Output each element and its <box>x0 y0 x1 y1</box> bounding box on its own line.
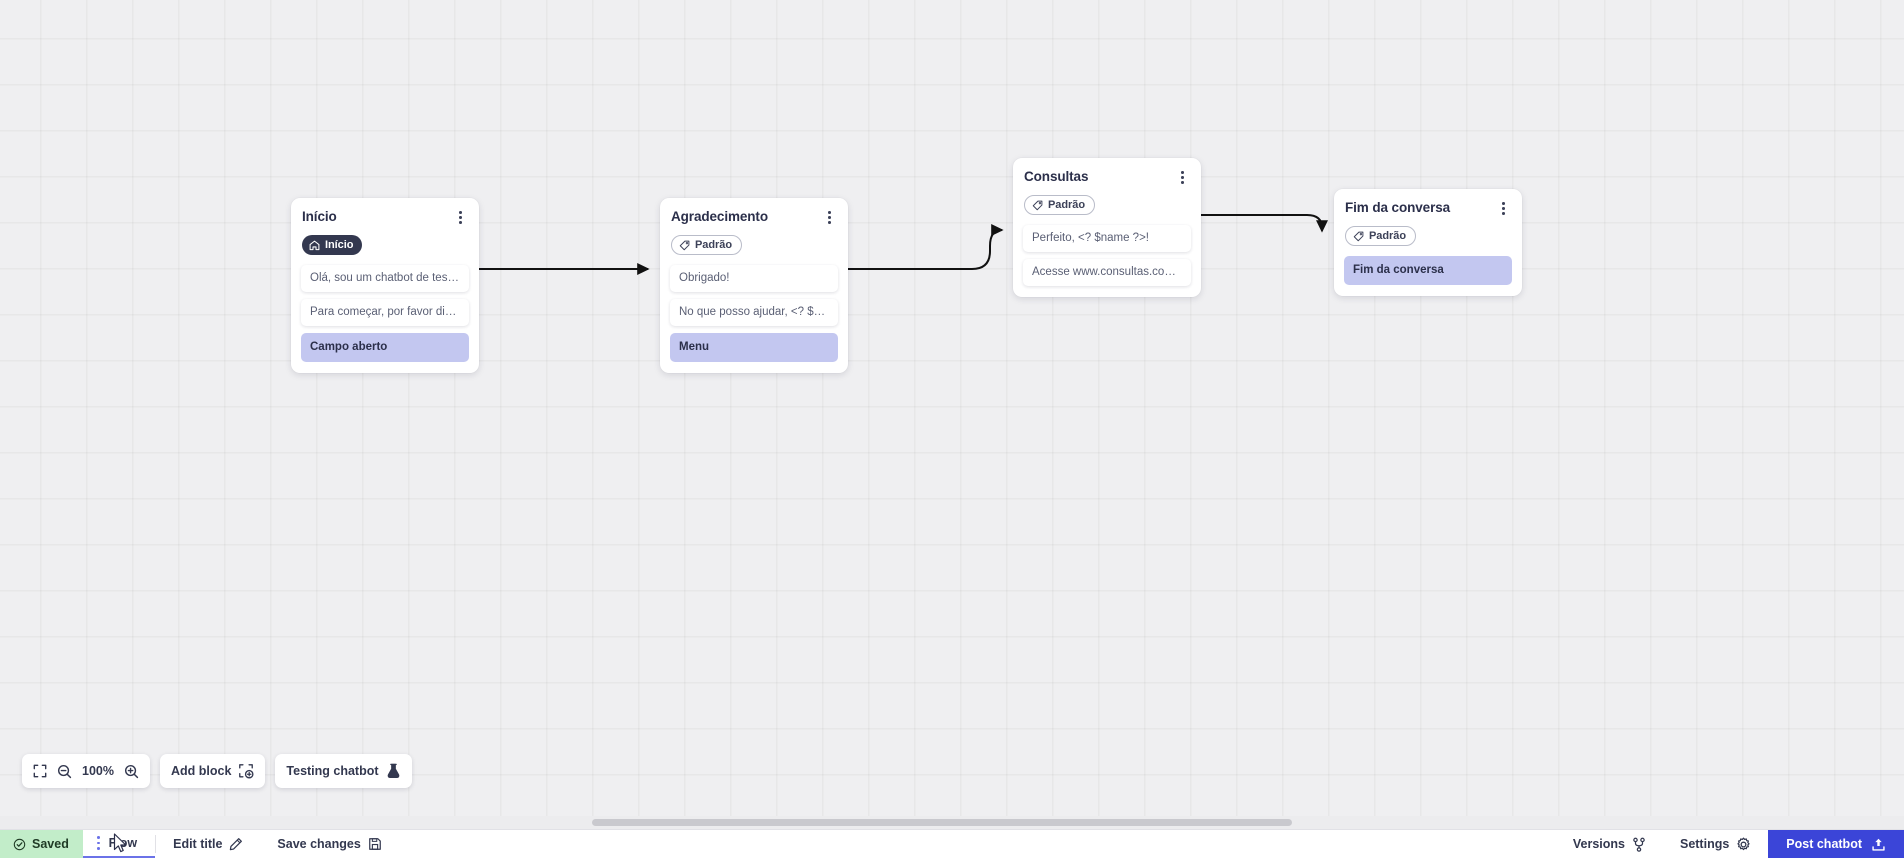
block-menu-kebab-icon[interactable] <box>1496 200 1511 217</box>
add-block-button[interactable]: Add block <box>171 763 254 779</box>
block-message[interactable]: Acesse www.consultas.com par... <box>1023 258 1191 286</box>
block-title: Início <box>302 209 337 224</box>
block-tag-padrao[interactable]: Padrão <box>1024 195 1095 215</box>
block-tag-label: Padrão <box>1369 230 1406 242</box>
block-header: Fim da conversa <box>1345 200 1511 217</box>
block-action-chip[interactable]: Menu <box>670 332 838 363</box>
block-message[interactable]: Para começar, por favor digite o ... <box>301 298 469 326</box>
home-icon <box>309 240 320 250</box>
post-chatbot-label: Post chatbot <box>1786 837 1862 851</box>
drag-handle-icon[interactable] <box>91 836 106 850</box>
testing-chatbot-group: Testing chatbot <box>275 754 412 788</box>
block-header: Início <box>302 209 468 226</box>
block-message[interactable]: Olá, sou um chatbot de teste! <box>301 264 469 292</box>
check-circle-icon <box>13 838 26 850</box>
edge-consultas-fim <box>1201 214 1328 233</box>
versions-label: Versions <box>1572 837 1625 851</box>
zoom-controls-group: 100% <box>22 754 150 788</box>
testing-chatbot-button[interactable]: Testing chatbot <box>286 763 400 779</box>
flow-block-consultas[interactable]: Consultas Padrão Perfeito, <? $name ?>! … <box>1013 158 1201 297</box>
add-block-icon <box>238 763 254 779</box>
edit-title-label: Edit title <box>173 837 223 851</box>
tag-icon <box>679 240 690 250</box>
block-title: Consultas <box>1024 169 1089 184</box>
block-tag-row: Padrão <box>671 235 837 256</box>
scrollbar-thumb[interactable] <box>592 819 1292 826</box>
block-menu-kebab-icon[interactable] <box>453 209 468 226</box>
save-changes-label: Save changes <box>277 837 361 851</box>
block-tag-padrao[interactable]: Padrão <box>1345 226 1416 246</box>
gear-icon <box>1737 837 1750 850</box>
block-header: Agradecimento <box>671 209 837 226</box>
settings-button[interactable]: Settings <box>1663 830 1768 858</box>
flow-block-fim-da-conversa[interactable]: Fim da conversa Padrão Fim da conversa <box>1334 189 1522 296</box>
block-tag-label: Início <box>325 239 354 251</box>
block-tag-padrao[interactable]: Padrão <box>671 235 742 255</box>
zoom-out-icon[interactable] <box>57 764 72 779</box>
add-block-label: Add block <box>170 764 232 778</box>
zoom-level-label: 100% <box>82 764 114 778</box>
testing-chatbot-label: Testing chatbot <box>286 764 379 778</box>
block-title: Fim da conversa <box>1345 200 1451 215</box>
flow-tab-label: Flow <box>108 836 138 850</box>
block-message[interactable]: Perfeito, <? $name ?>! <box>1023 224 1191 252</box>
block-body: Olá, sou um chatbot de teste! Para começ… <box>301 264 469 363</box>
block-menu-kebab-icon[interactable] <box>822 209 837 226</box>
edge-agradecimento-consultas <box>848 224 1004 270</box>
divider <box>155 835 157 853</box>
block-tag-row: Padrão <box>1345 226 1511 247</box>
bottom-bar-spacer <box>399 830 1556 858</box>
block-tag-label: Padrão <box>1048 199 1085 211</box>
edit-title-button[interactable]: Edit title <box>156 830 260 858</box>
upload-icon <box>1872 838 1885 851</box>
block-tag-inicio[interactable]: Início <box>302 235 363 255</box>
block-title: Agradecimento <box>671 209 768 224</box>
block-action-chip[interactable]: Fim da conversa <box>1344 255 1512 285</box>
flow-canvas[interactable]: Início Início Olá, sou um chatbot de tes… <box>0 0 1904 830</box>
add-block-group: Add block <box>159 754 266 788</box>
tag-icon <box>1032 200 1043 210</box>
canvas-horizontal-scrollbar[interactable] <box>0 816 1904 829</box>
block-tag-label: Padrão <box>695 239 732 251</box>
saved-status-badge: Saved <box>0 830 83 858</box>
saved-label: Saved <box>32 837 69 851</box>
tag-icon <box>1353 231 1364 241</box>
flask-icon <box>386 763 401 779</box>
block-menu-kebab-icon[interactable] <box>1175 169 1190 186</box>
branch-icon <box>1633 837 1645 852</box>
zoom-in-icon[interactable] <box>124 764 139 779</box>
block-header: Consultas <box>1024 169 1190 186</box>
block-tag-row: Início <box>302 235 468 256</box>
settings-label: Settings <box>1679 837 1730 851</box>
bottom-status-bar: Saved Flow Edit title Save changes Versi… <box>0 829 1904 858</box>
connector-edges <box>479 214 1328 275</box>
tab-flow[interactable]: Flow <box>82 830 156 858</box>
block-tag-row: Padrão <box>1024 195 1190 216</box>
block-message[interactable]: No que posso ajudar, <? $name ... <box>670 298 838 326</box>
floppy-disk-icon <box>368 838 381 850</box>
post-chatbot-button[interactable]: Post chatbot <box>1768 830 1904 858</box>
block-body: Perfeito, <? $name ?>! Acesse www.consul… <box>1023 224 1191 286</box>
flow-block-agradecimento[interactable]: Agradecimento Padrão Obrigado! No que po… <box>660 198 848 374</box>
pencil-icon <box>230 838 243 851</box>
fit-screen-icon[interactable] <box>33 764 47 778</box>
save-changes-button[interactable]: Save changes <box>260 830 398 858</box>
versions-button[interactable]: Versions <box>1556 830 1663 858</box>
block-message[interactable]: Obrigado! <box>670 264 838 292</box>
block-action-chip[interactable]: Campo aberto <box>301 332 469 363</box>
block-body: Fim da conversa <box>1344 255 1512 285</box>
block-body: Obrigado! No que posso ajudar, <? $name … <box>670 264 838 363</box>
canvas-toolbar: 100% Add block <box>22 754 412 788</box>
flow-block-inicio[interactable]: Início Início Olá, sou um chatbot de tes… <box>291 198 479 374</box>
